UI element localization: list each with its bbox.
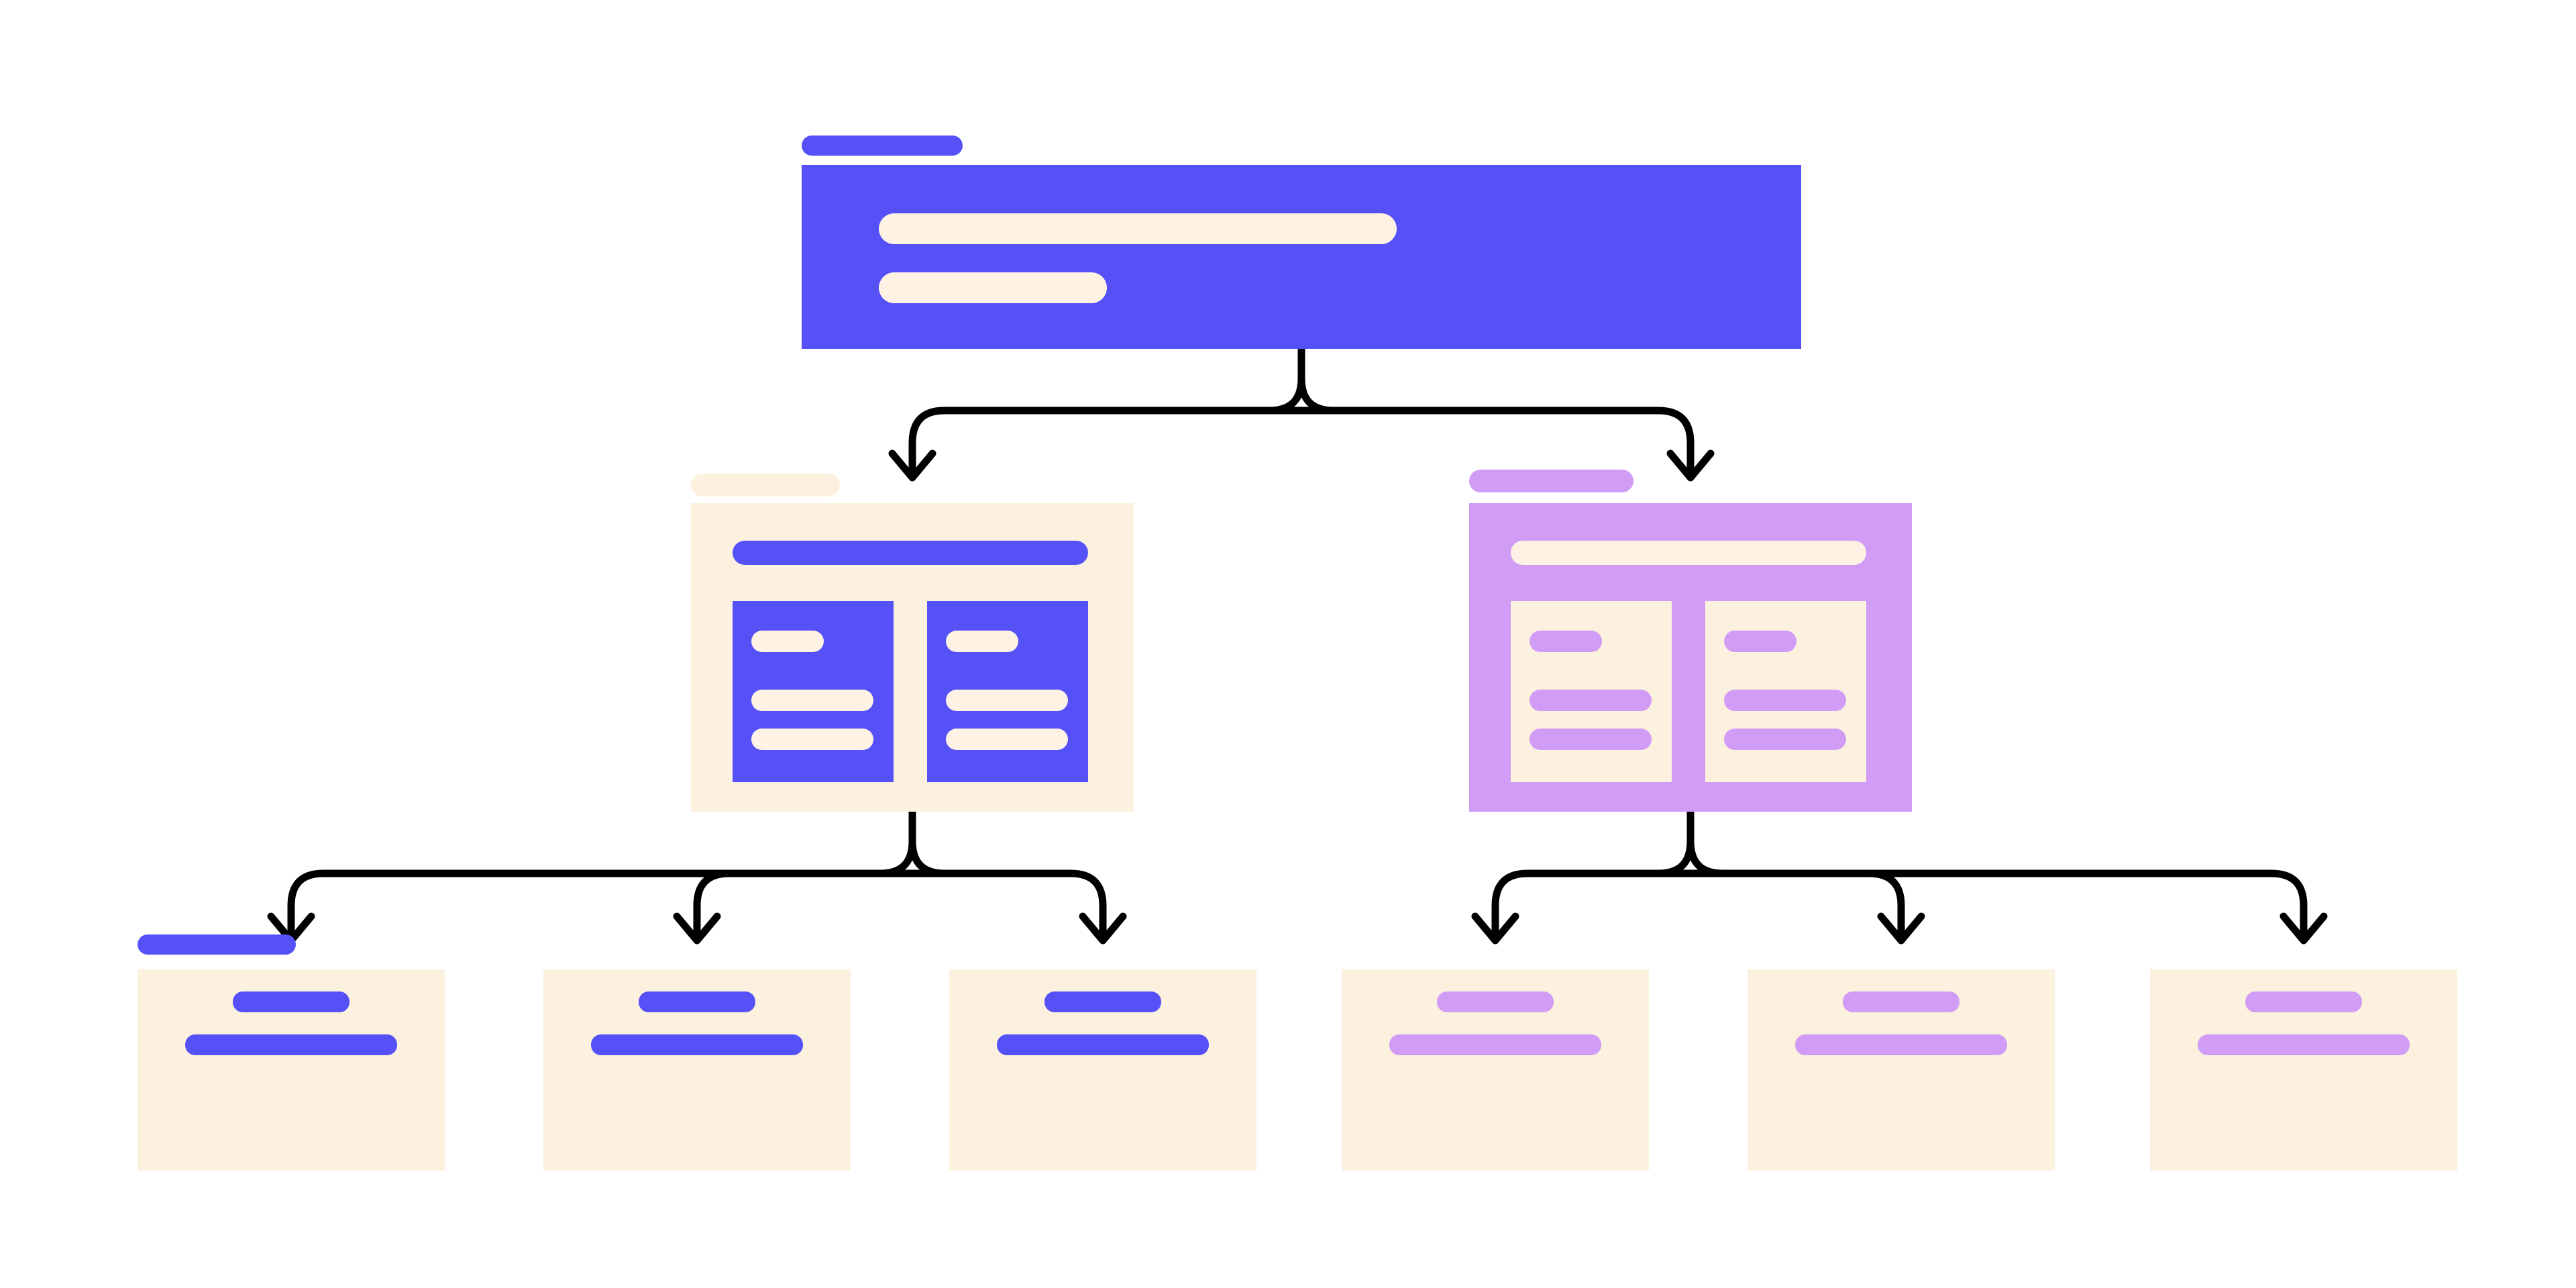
branch-right-panel-1-line-2 [1529,729,1652,750]
leaf-5-line-lg [1795,1034,2007,1055]
root-card[interactable] [802,165,1801,349]
branch-right-panel-1-line-sm [1529,631,1602,652]
branch-right-title-bar [1511,541,1866,565]
leaf-2-line-lg [591,1034,803,1055]
root-tab [802,136,963,156]
branch-left-panel-1-line-2 [751,729,873,750]
leaf-6-line-lg [2198,1034,2410,1055]
root-placeholder-line-1 [879,213,1397,244]
leaf-1-line-lg [185,1034,397,1055]
branch-left-title-bar [733,541,1088,565]
branch-right-panel-2-line-2 [1724,729,1846,750]
branch-left-panel-2-line-2 [946,729,1068,750]
leaf-1-line-sm [233,991,350,1012]
branch-right-panel-1-line-1 [1529,690,1652,711]
branch-right-panel-2-line-1 [1724,690,1846,711]
branch-right-panel-2-line-sm [1724,631,1796,652]
leaf-4-line-sm [1437,991,1554,1012]
branch-left-panel-1-line-sm [751,631,824,652]
branch-left-panel-2-line-sm [946,631,1018,652]
leaf-3-line-lg [997,1034,1209,1055]
leaf-5-line-sm [1843,991,1960,1012]
leaf-1-tab [138,934,296,955]
branch-left-panel-2-line-1 [946,690,1068,711]
branch-left-panel-1-line-1 [751,690,873,711]
root-placeholder-line-2 [879,272,1107,303]
leaf-4-line-lg [1389,1034,1601,1055]
branch-left-tab [691,474,840,496]
leaf-2-line-sm [639,991,755,1012]
leaf-3-line-sm [1044,991,1161,1012]
leaf-6-line-sm [2245,991,2362,1012]
branch-right-tab [1469,470,1633,492]
